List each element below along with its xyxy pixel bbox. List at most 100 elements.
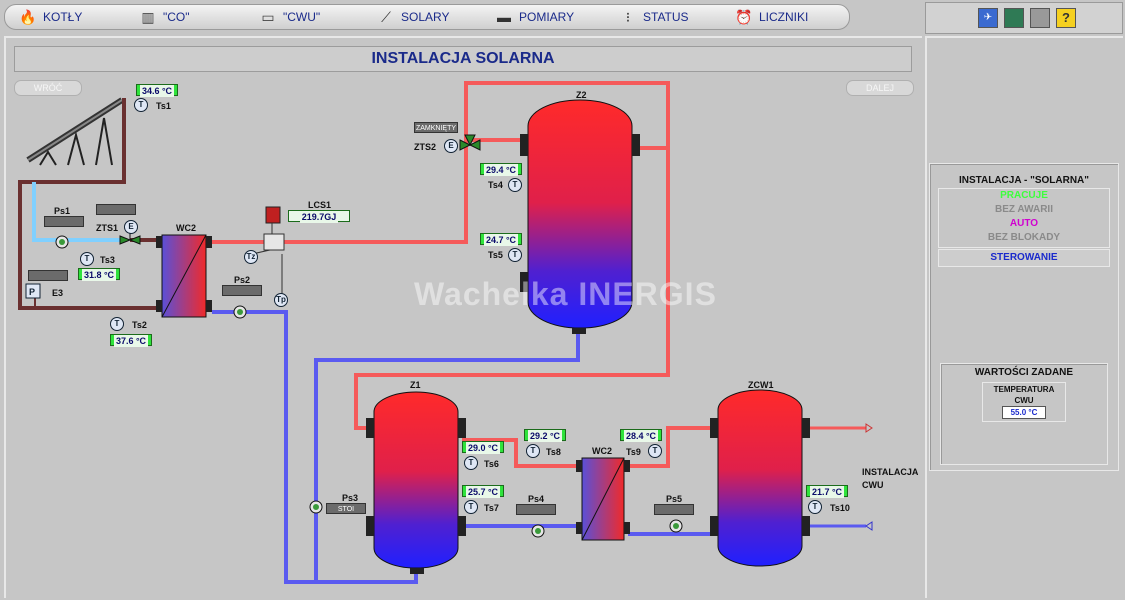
- meter-icon: ▬: [497, 9, 511, 25]
- sidebar-panel: [925, 36, 1123, 598]
- status-bez-blokady: BEZ BLOKADY: [987, 232, 1061, 243]
- wc2-left-label: WC2: [176, 223, 196, 233]
- zts2-status: ZAMKNIĘTY: [414, 122, 458, 133]
- collector-return-pipe: [32, 182, 120, 242]
- ts6-sensor[interactable]: T: [464, 456, 478, 470]
- tp-sensor[interactable]: Tp: [274, 293, 288, 307]
- nav-pomiary-button[interactable]: ▬ POMIARY: [495, 5, 574, 29]
- radiator-icon: ▥: [141, 9, 155, 25]
- printer-icon[interactable]: [1030, 8, 1050, 28]
- alarm-clock-icon: ⏰: [735, 9, 753, 25]
- solar-collector: [26, 97, 124, 166]
- nav-cwu-button[interactable]: ▭ "CWU": [259, 5, 320, 29]
- zts1-status: [96, 204, 136, 215]
- ts9-value: 28.4 °C: [620, 429, 662, 442]
- tank-zcw1: [710, 389, 810, 567]
- ts5-value: 24.7 °C: [480, 233, 522, 246]
- e3-box-label: P: [29, 287, 36, 297]
- ps3-label: Ps3: [342, 493, 359, 503]
- temp-cwu-label-2: CWU: [1014, 396, 1034, 405]
- ts10-label: Ts10: [830, 503, 850, 513]
- nav-co-button[interactable]: ▥ "CO": [139, 5, 189, 29]
- next-button[interactable]: DALEJ: [846, 80, 914, 96]
- ts7-sensor[interactable]: T: [464, 500, 478, 514]
- next-label: DALEJ: [865, 83, 894, 93]
- lcs1-label: LCS1: [308, 200, 332, 210]
- ts8-sensor[interactable]: T: [526, 444, 540, 458]
- zts2-actuator[interactable]: E: [444, 139, 458, 153]
- zcw1-label: ZCW1: [748, 380, 774, 390]
- ts2-sensor[interactable]: T: [110, 317, 124, 331]
- nav-solary-button[interactable]: ⟋ SOLARY: [377, 5, 449, 29]
- ts5-label: Ts5: [488, 250, 503, 260]
- keypad-icon[interactable]: [1004, 8, 1024, 28]
- nav-liczniki-label: LICZNIKI: [759, 10, 809, 24]
- top-nav-bar: 🔥 KOTŁY ▥ "CO" ▭ "CWU" ⟋ SOLARY ▬ POMIAR…: [4, 4, 850, 30]
- nav-liczniki-button[interactable]: ⏰ LICZNIKI: [735, 5, 808, 29]
- status-pracuje: PRACUJE: [1000, 190, 1048, 201]
- ps3-status: STOI: [326, 503, 366, 514]
- ts2-label: Ts2: [132, 320, 147, 330]
- ts6-label: Ts6: [484, 459, 499, 469]
- zts2-label: ZTS2: [414, 142, 437, 152]
- heat-meter-lcs1: [251, 206, 285, 294]
- nav-cwu-label: "CWU": [283, 10, 321, 24]
- help-icon[interactable]: ?: [1056, 8, 1076, 28]
- ts7-label: Ts7: [484, 503, 499, 513]
- solar-panel-icon: ⟋: [381, 9, 391, 25]
- ts3-sensor[interactable]: T: [80, 252, 94, 266]
- ps1-label: Ps1: [54, 206, 71, 216]
- ps2-label: Ps2: [234, 275, 251, 285]
- flame-icon: 🔥: [19, 9, 37, 25]
- hot-pipe-zcw1: [628, 426, 716, 468]
- nav-pomiary-label: POMIARY: [519, 10, 575, 24]
- e3-box: [25, 283, 41, 299]
- solar-diagram: [18, 81, 873, 584]
- z2-label: Z2: [576, 90, 587, 100]
- zts1-label: ZTS1: [96, 223, 119, 233]
- ts5-sensor[interactable]: T: [508, 248, 522, 262]
- logo-icon[interactable]: ✈: [978, 8, 998, 28]
- temp-cwu-setpoint[interactable]: 55.0 °C: [1002, 406, 1046, 419]
- temp-cwu-box: [982, 382, 1066, 422]
- tank-z2: [520, 99, 640, 334]
- nav-status-button[interactable]: ⁝ STATUS: [619, 5, 689, 29]
- ps5-status: [654, 504, 694, 515]
- nav-kotly-button[interactable]: 🔥 KOTŁY: [19, 5, 82, 29]
- z1-label: Z1: [410, 380, 421, 390]
- ts4-sensor[interactable]: T: [508, 178, 522, 192]
- ts9-sensor[interactable]: T: [648, 444, 662, 458]
- hot-pipe-wc2-right: [462, 438, 576, 468]
- cold-pipe-z2: [314, 330, 580, 582]
- ts10-sensor[interactable]: T: [808, 500, 822, 514]
- ts2-value: 37.6 °C: [110, 334, 152, 347]
- tank-z1: [366, 391, 466, 574]
- installation-status-panel: [929, 163, 1119, 471]
- traffic-light-icon: ⁝: [625, 9, 631, 25]
- wc2-right-label: WC2: [592, 446, 612, 456]
- tz-sensor[interactable]: Tz: [244, 250, 258, 264]
- ts3-value: 31.8 °C: [78, 268, 120, 281]
- sterowanie-button[interactable]: [938, 249, 1110, 267]
- back-button[interactable]: WRÓĆ: [14, 80, 82, 96]
- cold-return-pipe: [212, 310, 418, 584]
- e3-status: [28, 270, 68, 281]
- ps4-label: Ps4: [528, 494, 545, 504]
- valve-zts2[interactable]: [459, 134, 481, 151]
- zts1-actuator[interactable]: E: [124, 220, 138, 234]
- ps1-status: [44, 216, 84, 227]
- nav-kotly-label: KOTŁY: [43, 10, 83, 24]
- ts7-value: 25.7 °C: [462, 485, 504, 498]
- cwu-installation-label-2: CWU: [862, 480, 884, 490]
- setpoints-panel: [940, 363, 1108, 465]
- status-bez-awarii: BEZ AWARII: [995, 204, 1053, 215]
- back-label: WRÓĆ: [33, 83, 63, 93]
- ts1-sensor[interactable]: T: [134, 98, 148, 112]
- hot-pipe-z1: [354, 148, 670, 430]
- watermark: Wachelka INERGIS: [414, 276, 717, 312]
- status-list-box: [938, 188, 1110, 248]
- hot-supply-pipe: [212, 81, 670, 244]
- ts10-value: 21.7 °C: [806, 485, 848, 498]
- toolbar-right: ✈ ?: [925, 2, 1123, 34]
- ps5-label: Ps5: [666, 494, 683, 504]
